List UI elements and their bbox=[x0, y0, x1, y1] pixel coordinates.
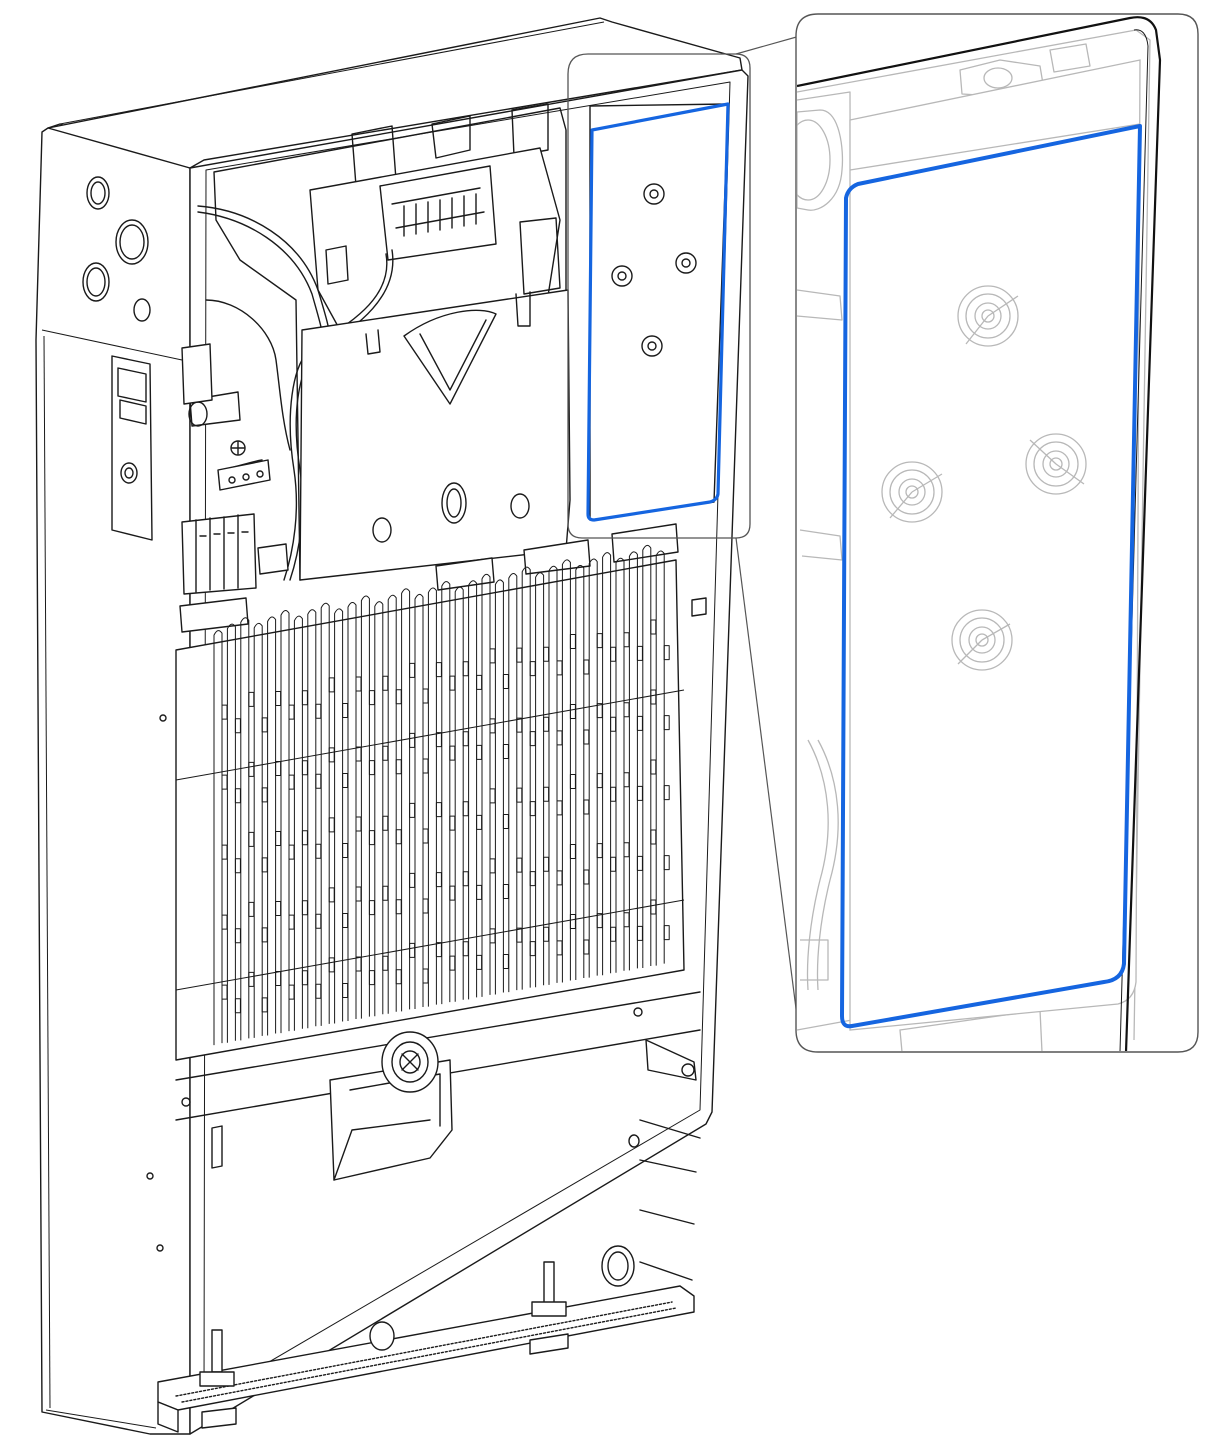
lower-section bbox=[175, 991, 701, 1287]
panel-screws-small bbox=[611, 183, 697, 357]
fin bbox=[293, 615, 303, 1031]
terminal-block bbox=[181, 343, 289, 595]
access-panel-outline-zoomed bbox=[840, 124, 1142, 1029]
fin bbox=[360, 595, 370, 1019]
fin bbox=[454, 586, 464, 1002]
fin-tab bbox=[663, 715, 670, 731]
fin bbox=[468, 580, 478, 1000]
fin-tab bbox=[663, 785, 670, 801]
fin bbox=[427, 587, 437, 1007]
fin bbox=[548, 565, 558, 985]
access-panel bbox=[586, 102, 730, 522]
heat-exchanger bbox=[175, 523, 707, 1061]
fin bbox=[655, 550, 665, 966]
fin bbox=[320, 602, 330, 1026]
fin bbox=[602, 552, 612, 976]
fin-tab bbox=[663, 855, 670, 871]
fin bbox=[441, 581, 451, 1005]
fin bbox=[481, 573, 491, 997]
fin bbox=[307, 609, 317, 1029]
fin-tab bbox=[663, 925, 670, 941]
fin bbox=[401, 588, 411, 1012]
fin bbox=[253, 622, 263, 1038]
fin bbox=[240, 617, 250, 1041]
fin bbox=[588, 558, 598, 978]
fin bbox=[387, 594, 397, 1014]
fin bbox=[575, 565, 585, 981]
fin bbox=[628, 551, 638, 971]
fin bbox=[347, 602, 357, 1022]
deflector-plate bbox=[299, 289, 571, 581]
access-panel-outline bbox=[586, 102, 730, 522]
fin bbox=[521, 566, 531, 990]
fin bbox=[615, 557, 625, 973]
panel-screws-large bbox=[881, 285, 1087, 671]
fin bbox=[267, 616, 277, 1036]
fin bbox=[561, 559, 571, 983]
left-side-screws bbox=[146, 714, 167, 1252]
heat-exchanger-fins bbox=[213, 544, 670, 1046]
fin bbox=[334, 608, 344, 1024]
fin bbox=[494, 579, 504, 995]
fin bbox=[280, 610, 290, 1034]
fin bbox=[508, 573, 518, 993]
fin bbox=[213, 630, 223, 1046]
fin bbox=[414, 593, 424, 1009]
fin-tab bbox=[663, 645, 670, 661]
magnifier-callout bbox=[795, 13, 1199, 1053]
left-panel-glands bbox=[82, 176, 151, 322]
callout-source-frame bbox=[567, 35, 801, 1041]
display-panel bbox=[111, 355, 153, 541]
base-rail bbox=[157, 1125, 695, 1433]
fin bbox=[226, 623, 236, 1043]
fin bbox=[535, 572, 545, 988]
fin bbox=[374, 601, 384, 1017]
fin bbox=[642, 544, 652, 968]
